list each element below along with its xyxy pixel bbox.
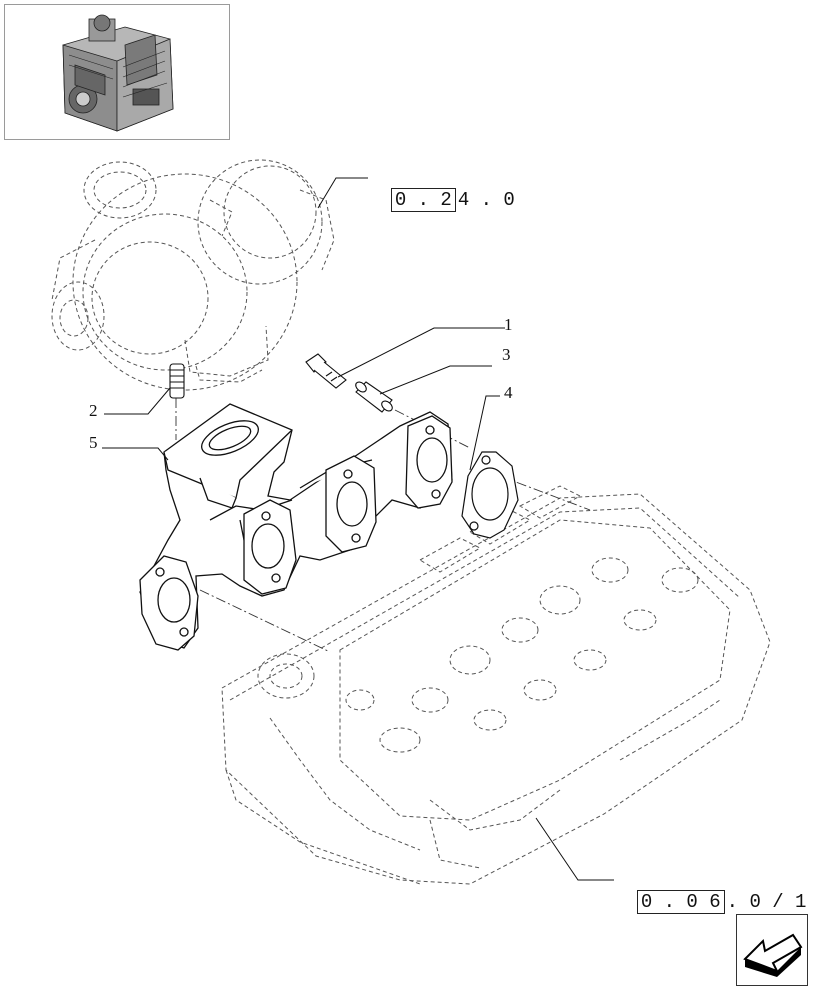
stud: [169, 363, 185, 399]
callout-part-5: 5: [89, 433, 98, 452]
callout-part-4: 4: [504, 383, 513, 402]
callout-part-1: 1: [504, 315, 513, 334]
callout-part-3: 3: [502, 345, 511, 364]
bolt: [305, 353, 347, 389]
gasket: [461, 451, 519, 539]
reference-cylinder-head-suffix: . 0 / 1: [726, 891, 807, 913]
reference-turbocharger-boxed: 0 . 2: [390, 188, 456, 212]
reference-cylinder-head-boxed: 0 . 0 6: [636, 890, 725, 914]
reference-turbocharger-suffix: 4 . 0: [457, 189, 515, 211]
exhaust-manifold: [139, 403, 453, 651]
turbocharger-outline: [51, 159, 335, 391]
engine-thumbnail-icon: [62, 14, 174, 132]
leader-lines: [102, 177, 614, 881]
callout-part-2: 2: [89, 401, 98, 420]
spacer-sleeve: [355, 381, 393, 413]
engine-thumbnail[interactable]: [4, 4, 230, 140]
previous-page-button[interactable]: [736, 914, 808, 986]
previous-page-arrow-icon: [743, 933, 803, 977]
reference-cylinder-head[interactable]: 0 . 0 6. 0 / 1: [614, 868, 806, 914]
cylinder-head-outline: [221, 485, 771, 885]
